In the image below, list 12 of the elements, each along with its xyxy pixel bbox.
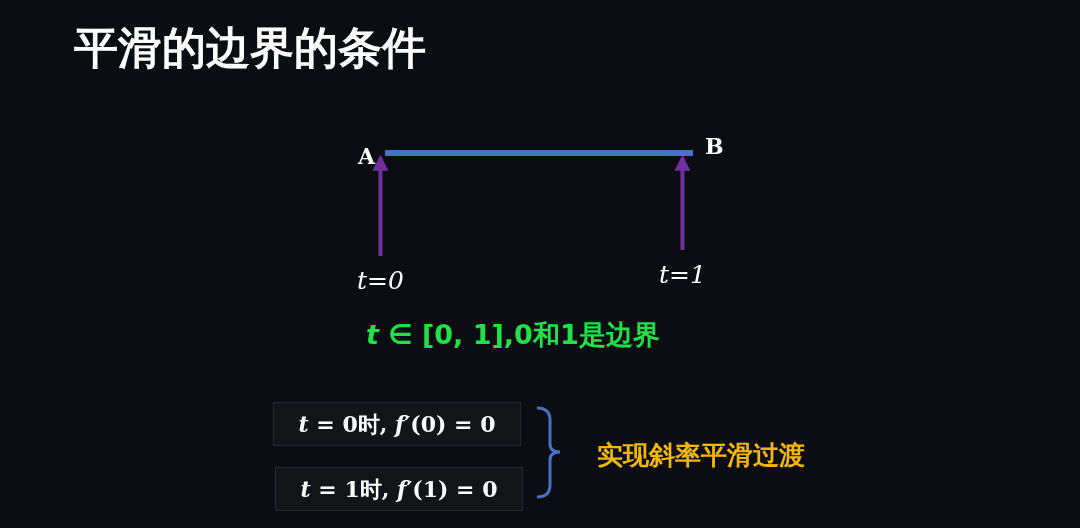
point-label: A: [358, 142, 376, 170]
formula-box: t = 1时, f′(1) = 0: [275, 467, 523, 511]
conclusion-text: 实现斜率平滑过渡: [597, 439, 805, 472]
parameter-label: t=1: [659, 258, 706, 292]
parameter-label: t=0: [357, 264, 404, 298]
line-segment: [385, 150, 693, 156]
formula-box: t = 0时, f′(0) = 0: [273, 402, 521, 446]
point-label: B: [705, 132, 724, 160]
title: 平滑的边界的条件: [74, 21, 426, 75]
arrow: [674, 154, 691, 250]
interval-note: t ∈ [0, 1],0和1是边界: [366, 318, 660, 352]
arrow: [372, 154, 389, 256]
